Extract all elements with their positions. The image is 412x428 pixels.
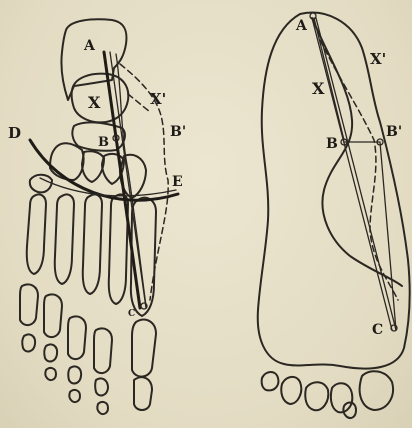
lateral-process-bone <box>30 175 52 193</box>
cuneiform-lateral <box>82 151 104 182</box>
metatarsal-5 <box>27 194 46 274</box>
left-label-d: D <box>8 124 21 142</box>
left-label-c: C <box>128 309 135 319</box>
phalanx-4-distal <box>44 344 57 361</box>
right-label-x: X <box>312 79 325 98</box>
left-label-b-prime: B' <box>170 124 186 140</box>
left-label-a: A <box>83 38 96 54</box>
phalanx-4-tip <box>45 368 56 380</box>
right-label-b-prime: B' <box>386 124 402 140</box>
phalanx-2-proximal <box>94 328 112 373</box>
phalanx-3-tip <box>69 390 80 402</box>
line-b-prime-to-c <box>380 142 396 330</box>
left-label-x: X <box>88 93 101 112</box>
metatarsal-3 <box>83 194 102 294</box>
right-label-b: B <box>326 136 338 152</box>
left-label-x-prime: X' <box>150 90 166 108</box>
phalanx-2-distal <box>95 378 108 395</box>
toe-6 <box>360 371 393 410</box>
phalanx-2-tip <box>97 402 108 414</box>
metatarsal-4 <box>55 194 74 284</box>
toe-4 <box>331 383 352 412</box>
phalanx-5-proximal <box>20 284 38 325</box>
phalanx-1-proximal <box>132 320 156 377</box>
right-label-a: A <box>295 18 308 34</box>
phalanx-1-distal <box>134 377 152 410</box>
phalanx-4-proximal <box>44 294 62 337</box>
cuboid-bone <box>50 143 84 180</box>
dashed-line-x-prime <box>128 94 150 112</box>
toe-1 <box>262 372 279 390</box>
phalanx-5-distal <box>22 334 35 351</box>
left-label-b: B <box>98 135 109 150</box>
toe-2 <box>281 377 301 404</box>
right-label-c: C <box>372 322 383 338</box>
left-label-e: E <box>172 174 183 190</box>
toe-3 <box>305 382 328 410</box>
phalanx-3-distal <box>68 366 81 383</box>
phalanx-3-proximal <box>68 316 86 359</box>
right-label-x-prime: X' <box>370 50 386 68</box>
